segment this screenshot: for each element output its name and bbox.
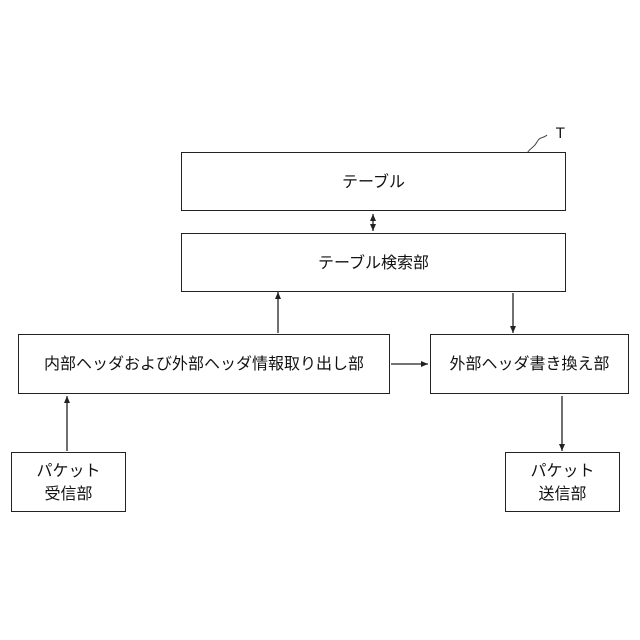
table-box: テーブル [181, 152, 566, 211]
ref-leader-line [527, 135, 547, 153]
header-rewrite-box: 外部ヘッダ書き換え部 [430, 334, 629, 394]
ref-tag-t: T [556, 126, 565, 142]
header-rewrite-label: 外部ヘッダ書き換え部 [449, 352, 609, 375]
packet-receive-label: パケット 受信部 [36, 459, 100, 505]
table-search-label: テーブル検索部 [318, 251, 429, 274]
table-label: テーブル [342, 170, 405, 193]
packet-send-label: パケット 送信部 [530, 459, 594, 505]
packet-receive-box: パケット 受信部 [11, 452, 126, 512]
packet-send-box: パケット 送信部 [505, 452, 620, 512]
table-search-box: テーブル検索部 [181, 233, 566, 292]
header-extract-box: 内部ヘッダおよび外部ヘッダ情報取り出し部 [18, 334, 390, 394]
header-extract-label: 内部ヘッダおよび外部ヘッダ情報取り出し部 [44, 352, 364, 375]
